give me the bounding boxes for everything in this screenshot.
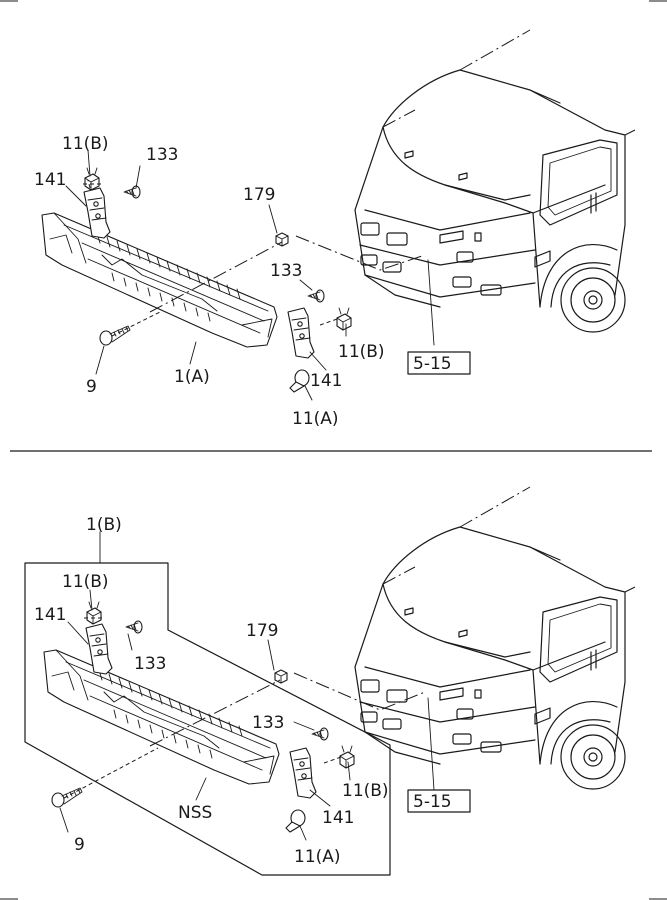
bottom-diagram: 1(B) 11(B) 141 133 179 133 11(B) 141 11(… (24, 486, 636, 876)
label-1a: 1(A) (174, 367, 210, 387)
leader (309, 789, 331, 807)
leader (95, 345, 105, 375)
bolt-133-left (125, 620, 143, 634)
alignment-line (293, 672, 426, 711)
front-grille-1a (41, 212, 278, 348)
bolt-133-right (307, 289, 325, 303)
label-9: 9 (74, 835, 85, 855)
alignment-line (83, 179, 103, 189)
bracket-141-right (289, 747, 317, 799)
leader (304, 385, 313, 401)
alignment-line (111, 311, 161, 337)
leader (195, 777, 207, 801)
leader (135, 165, 141, 189)
label-1b: 1(B) (86, 515, 122, 535)
alignment-line (323, 755, 345, 764)
label-141-right: 141 (310, 371, 342, 391)
clip-11b-right (336, 307, 352, 331)
leader (127, 633, 133, 651)
label-11a: 11(A) (292, 409, 339, 429)
reference-box (407, 351, 471, 375)
label-11b: 11(B) (62, 134, 109, 154)
truck-cab-illustration (354, 486, 636, 790)
label-179: 179 (243, 185, 275, 205)
leader (189, 341, 197, 365)
leader (67, 621, 89, 645)
top-diagram: 11(B) 133 141 179 133 11(B) 141 11(A) 9 … (34, 29, 636, 429)
reference-5-15: 5-15 (413, 354, 452, 374)
clip-11b-left (84, 167, 100, 191)
label-11b: 11(B) (62, 572, 109, 592)
label-133-right: 133 (270, 261, 302, 281)
clip-11b-right (339, 745, 355, 769)
leader (268, 204, 278, 234)
bracket-141-right (287, 307, 315, 359)
leader (299, 825, 307, 841)
leader (427, 259, 435, 346)
clip-11b-left (86, 601, 102, 625)
label-133: 133 (134, 654, 166, 674)
leader (299, 279, 313, 291)
clip-11a (285, 809, 306, 833)
leader (89, 589, 93, 611)
leader (309, 351, 327, 371)
leader (59, 807, 69, 833)
bolt-133-left (123, 185, 141, 199)
alignment-line (319, 317, 341, 326)
alignment-line (63, 747, 159, 799)
clip-179 (274, 669, 288, 684)
leader (65, 185, 87, 207)
alignment-line (149, 241, 283, 313)
reference-5-15: 5-15 (413, 792, 452, 812)
leader (87, 149, 91, 177)
label-nss: NSS (178, 803, 212, 823)
label-141: 141 (34, 605, 66, 625)
label-11a: 11(A) (294, 847, 341, 867)
label-9: 9 (86, 377, 97, 397)
label-133-right: 133 (252, 713, 284, 733)
label-133: 133 (146, 145, 178, 165)
label-11b-right: 11(B) (338, 342, 385, 362)
alignment-line (149, 679, 281, 747)
label-141: 141 (34, 170, 66, 190)
label-179: 179 (246, 621, 278, 641)
alignment-line (295, 235, 426, 271)
label-11b-right: 11(B) (342, 781, 389, 801)
leader (427, 697, 435, 791)
leader (267, 639, 275, 671)
assembly-outline (24, 562, 391, 876)
label-141-right: 141 (322, 808, 354, 828)
leader (347, 761, 351, 781)
reference-box (407, 789, 471, 813)
truck-cab-illustration (354, 29, 636, 333)
leader (293, 721, 315, 731)
